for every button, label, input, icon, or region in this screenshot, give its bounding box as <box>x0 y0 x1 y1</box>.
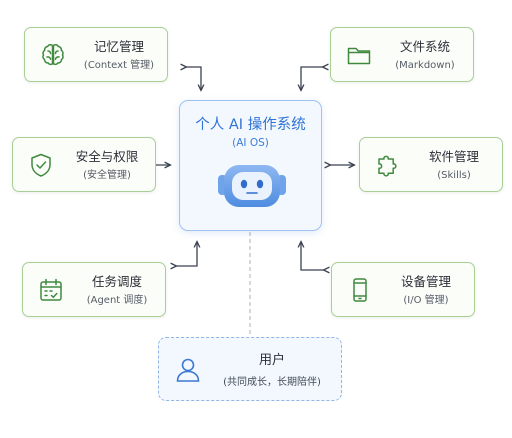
module-security-title: 安全与权限 <box>75 149 139 164</box>
module-file-title: 文件系统 <box>399 39 450 54</box>
module-task[interactable]: 任务调度 (Agent 调度) <box>22 262 166 317</box>
user-box[interactable]: 用户 (共同成长，长期陪伴) <box>158 337 342 401</box>
folder-icon <box>347 47 371 65</box>
module-memory-subtitle: (Context 管理) <box>83 60 155 71</box>
module-device-title: 设备管理 <box>400 274 451 289</box>
module-device[interactable]: 设备管理 (I/O 管理) <box>331 262 475 317</box>
module-device-subtitle: (I/O 管理) <box>403 295 449 306</box>
shield-check-icon <box>31 153 51 177</box>
phone-icon <box>353 278 367 302</box>
user-title: 用户 <box>258 353 285 368</box>
connector-file-core <box>301 67 323 90</box>
module-software-subtitle: (Skills) <box>437 170 471 181</box>
calendar-icon <box>40 278 62 301</box>
connector-device-core <box>301 242 324 270</box>
core-title: 个人 AI 操作系统 <box>195 117 306 133</box>
module-memory-title: 记忆管理 <box>93 39 144 54</box>
core-ai-os[interactable]: 个人 AI 操作系统 (AI OS) <box>179 100 322 231</box>
module-security[interactable]: 安全与权限 (安全管理) <box>12 137 156 192</box>
module-task-title: 任务调度 <box>91 274 142 289</box>
core-subtitle: (AI OS) <box>232 137 269 149</box>
brain-icon <box>42 43 64 66</box>
user-icon <box>176 358 200 382</box>
module-software-title: 软件管理 <box>428 149 479 164</box>
module-memory[interactable]: 记忆管理 (Context 管理) <box>24 27 168 82</box>
connector-memory-core <box>186 67 201 90</box>
user-subtitle: (共同成长，长期陪伴) <box>223 377 321 388</box>
module-file[interactable]: 文件系统 (Markdown) <box>330 27 474 82</box>
module-file-subtitle: (Markdown) <box>395 60 455 71</box>
module-task-subtitle: (Agent 调度) <box>86 295 148 306</box>
module-security-subtitle: (安全管理) <box>83 170 131 181</box>
module-software[interactable]: 软件管理 (Skills) <box>359 137 503 192</box>
connector-task-core <box>176 242 197 266</box>
robot-icon <box>218 165 286 207</box>
puzzle-icon <box>378 155 397 177</box>
